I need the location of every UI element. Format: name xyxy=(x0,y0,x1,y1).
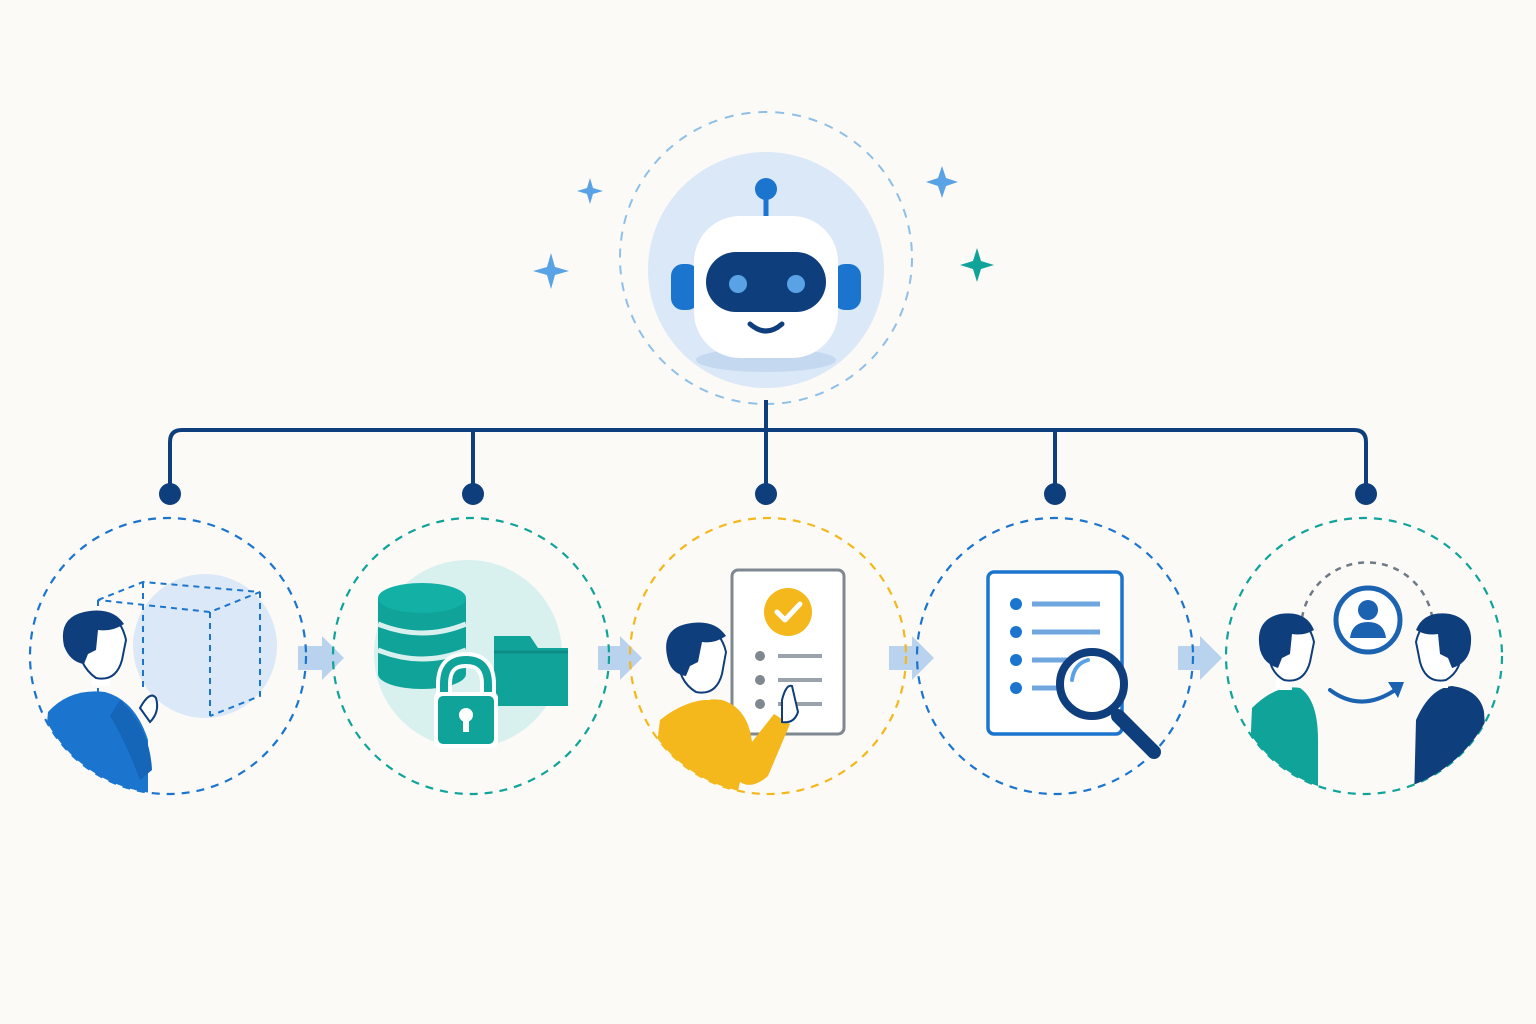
connector-nodes xyxy=(159,483,1377,505)
step-ring xyxy=(1224,516,1504,796)
sparkle-icons xyxy=(533,166,994,289)
database-folder-lock-icon xyxy=(374,560,568,748)
step-ring xyxy=(628,516,908,796)
hub xyxy=(619,111,913,405)
user-profile-icon xyxy=(1333,585,1403,655)
sparkle-icon xyxy=(533,253,569,289)
person-right xyxy=(1414,613,1490,794)
person-with-3d-cube-icon xyxy=(40,574,277,794)
arrow-right-icon xyxy=(889,636,934,680)
person-left xyxy=(1248,613,1318,794)
folder-icon xyxy=(494,636,568,706)
transfer-arrow-icon xyxy=(1328,682,1404,704)
connector-tree xyxy=(168,400,1368,494)
arrow-right-icon xyxy=(1178,636,1222,680)
document-magnifier-icon xyxy=(986,570,1161,759)
step-review xyxy=(915,516,1195,796)
step-checklist xyxy=(628,516,908,796)
arrow-right-icon xyxy=(598,636,642,680)
step-secure-data xyxy=(331,516,611,796)
sparkle-icon xyxy=(960,248,994,282)
sparkle-icon xyxy=(577,178,603,204)
person-with-checklist-icon xyxy=(650,568,846,794)
step-ring xyxy=(331,516,611,796)
magnifier-icon xyxy=(1056,648,1161,759)
sparkle-icon xyxy=(926,166,958,198)
checklist-document-icon xyxy=(730,568,846,736)
lock-icon xyxy=(434,651,498,748)
step-ring xyxy=(28,516,308,796)
two-people-user-transfer-icon xyxy=(1248,561,1490,794)
robot-assistant-icon xyxy=(671,178,861,372)
step-handoff xyxy=(1224,516,1504,796)
step-ring xyxy=(915,516,1195,796)
step-design xyxy=(28,516,308,796)
